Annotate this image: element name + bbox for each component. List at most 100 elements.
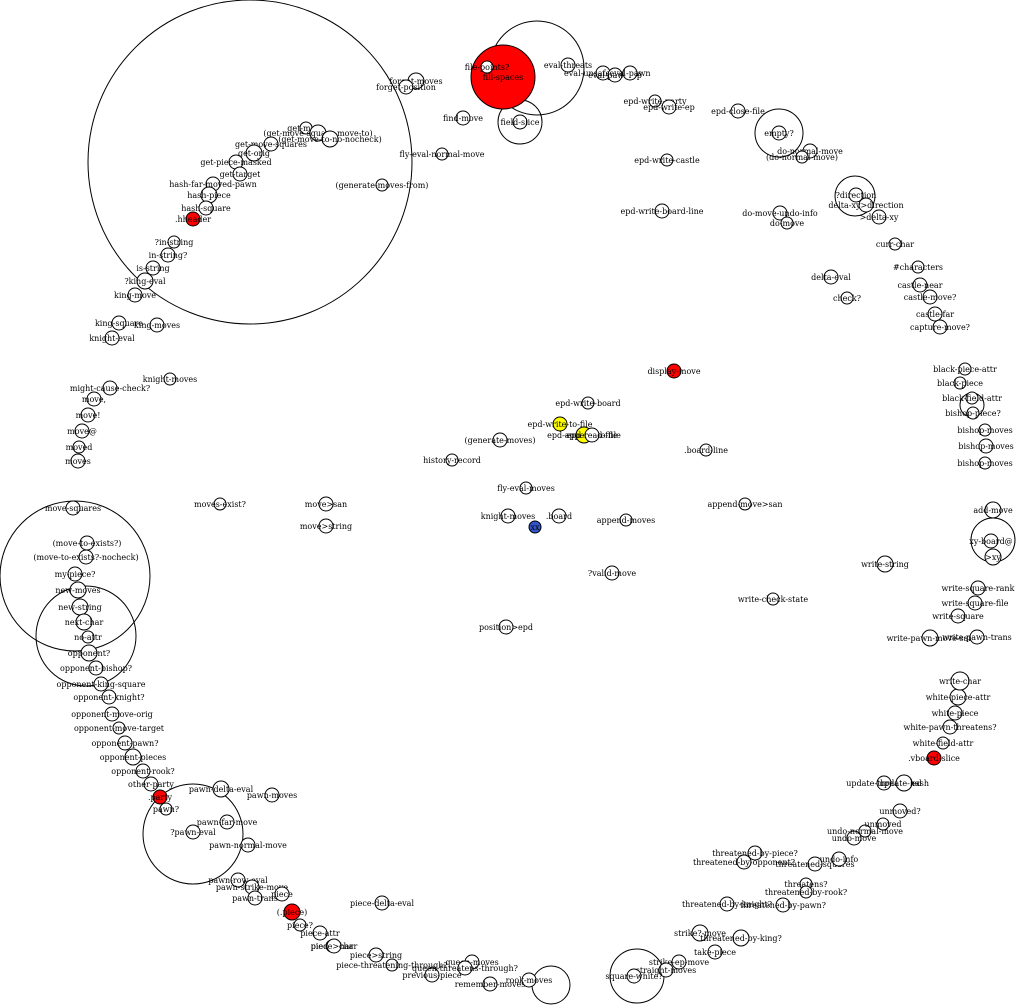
graph-node-label: eval-unsafe-threats [564, 69, 642, 78]
graph-node-label: eval-pawn [609, 69, 650, 78]
graph-node [648, 94, 662, 108]
graph-node-label: get-target [220, 170, 261, 179]
graph-node-label: history-record [423, 456, 481, 465]
graph-node-label: move>san [305, 500, 347, 509]
graph-node-label: write-square-rank [942, 584, 1015, 593]
graph-node-label: opponent-move-orig [71, 710, 153, 719]
graph-node-label: move@ [67, 427, 97, 436]
graph-node [581, 396, 595, 410]
graph-node [185, 211, 201, 227]
graph-node [111, 315, 127, 331]
graph-node-label: white-piece-attr [926, 693, 991, 702]
graph-node [551, 508, 567, 524]
graph-node [622, 65, 638, 81]
graph-node [263, 136, 279, 152]
graph-node-label: curr-char [876, 240, 914, 249]
graph-node [65, 500, 81, 516]
graph-node [528, 520, 542, 534]
graph-node [984, 501, 1002, 519]
graph-node-label: epd-write-board-line [621, 207, 704, 216]
graph-node-label: get-move [287, 124, 325, 133]
graph-node-label: (do-normal-move) [766, 153, 838, 162]
graph-node-label: white-piece [932, 709, 979, 718]
graph-node [858, 824, 872, 838]
graph-node [846, 830, 862, 846]
graph-node-label: (generate-moves-from) [336, 181, 429, 190]
graph-node-label: epd-write-board [555, 399, 620, 408]
graph-node-label: ?direction [836, 191, 877, 200]
graph-node [318, 518, 334, 534]
graph-node-label: threatened-by-rook? [765, 888, 847, 897]
graph-node [69, 581, 87, 599]
graph-node [321, 130, 339, 148]
graph-node [185, 824, 201, 840]
graph-node [926, 750, 942, 766]
graph-node-label: other-party [128, 780, 174, 789]
graph-node [604, 565, 620, 581]
graph-node [167, 235, 181, 249]
graph-node-label: move>string [300, 522, 352, 531]
graph-node-label: do-normal-move [777, 147, 843, 156]
graph-node [368, 947, 384, 963]
graph-node-label: new-moves [55, 586, 100, 595]
graph-node-label: in-string? [149, 251, 188, 260]
graph-node-label: piece? [287, 921, 313, 930]
graph-node [86, 391, 102, 407]
graph-node [93, 676, 109, 692]
graph-node [457, 960, 473, 976]
graph-node [738, 497, 752, 511]
graph-node [984, 548, 1002, 566]
graph-node [658, 962, 674, 978]
graph-node-label: append-move>san [707, 500, 782, 509]
graph-node [163, 372, 177, 386]
cluster-outline [142, 783, 244, 885]
graph-node-label: straight-moves [636, 966, 696, 975]
graph-node [799, 885, 813, 899]
graph-node [219, 814, 235, 830]
graph-node-label: new-string [58, 603, 101, 612]
graph-node-label: file-points? [465, 63, 510, 72]
cluster-outline [531, 965, 571, 1005]
graph-node [102, 380, 118, 396]
graph-node [876, 555, 894, 573]
graph-node-label: >xy [985, 553, 1001, 562]
graph-node [326, 938, 342, 954]
graph-node-label: bishop-moves [957, 459, 1012, 468]
graph-node [927, 306, 943, 322]
graph-node-label: take-piece [694, 948, 736, 957]
graph-node-label: append-moves [597, 516, 655, 525]
graph-node-label: xx [530, 523, 540, 532]
graph-node [619, 513, 633, 527]
graph-node [707, 944, 723, 960]
graph-node [212, 780, 230, 798]
graph-node-label: moved [66, 443, 93, 452]
cluster-outline [834, 175, 876, 217]
graph-node-label: opponent-pieces [100, 753, 167, 762]
graph-node [160, 247, 176, 263]
graph-node [978, 456, 992, 470]
graph-node-label: remember-moves [455, 980, 526, 989]
graph-node-label: find-move [443, 114, 483, 123]
graph-node-label: position>epd [479, 623, 533, 632]
graph-node [240, 837, 256, 853]
graph-node-label: castle-move? [904, 293, 957, 302]
graph-node-label: fly-eval-moves [497, 484, 555, 493]
graph-node-label: next-char [65, 618, 104, 627]
graph-node [482, 976, 498, 992]
graph-node-label: forget-position [376, 83, 436, 92]
graph-node-label: white-pawn-threatens? [904, 723, 997, 732]
graph-node [500, 508, 516, 524]
graph-node [932, 319, 948, 335]
cluster-outline [35, 585, 137, 687]
graph-node [521, 972, 537, 988]
graph-node-label: ?in-string [155, 238, 194, 247]
graph-node [719, 896, 735, 912]
graph-node [70, 453, 86, 469]
graph-node [127, 287, 143, 303]
graph-node-label: add-move [973, 506, 1013, 515]
graph-node [247, 890, 263, 906]
graph-node-label: pawn-strike-move [216, 883, 289, 892]
graph-node-label: check? [833, 294, 861, 303]
graph-node-label: knight-moves [481, 512, 536, 521]
